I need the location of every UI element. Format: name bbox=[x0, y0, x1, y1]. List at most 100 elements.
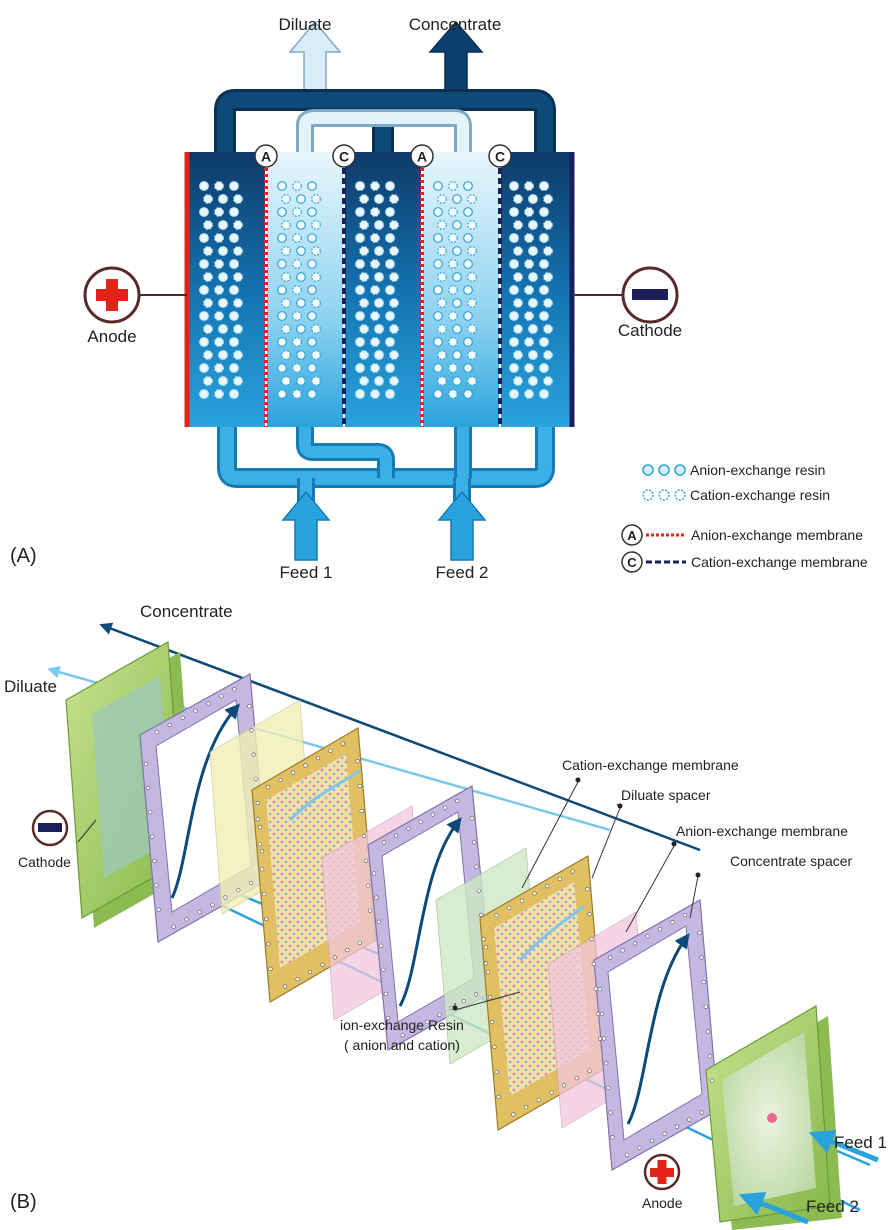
bolt-hole bbox=[150, 834, 155, 839]
bolt-hole bbox=[257, 842, 263, 847]
bolt-hole bbox=[307, 969, 313, 975]
resin-bead bbox=[513, 194, 523, 204]
bolt-hole bbox=[253, 776, 258, 781]
resin-bead bbox=[467, 324, 477, 334]
bolt-hole bbox=[490, 1019, 495, 1025]
resin-bead bbox=[355, 363, 365, 373]
resin-bead bbox=[524, 337, 534, 347]
bolt-hole bbox=[488, 995, 493, 1000]
resin-bead bbox=[229, 207, 239, 217]
bolt-hole bbox=[345, 947, 350, 953]
resin-bead bbox=[528, 350, 538, 360]
bolt-hole bbox=[340, 741, 346, 746]
bolt-hole bbox=[557, 876, 563, 881]
bolt-hole bbox=[268, 966, 273, 972]
bolt-hole bbox=[610, 1135, 615, 1140]
resin-bead bbox=[463, 389, 473, 399]
resin-bead bbox=[452, 272, 462, 282]
resin-bead bbox=[214, 389, 224, 399]
resin-bead bbox=[463, 363, 473, 373]
resin-bead bbox=[199, 337, 209, 347]
resin-bead bbox=[509, 233, 519, 243]
resin-bead bbox=[214, 311, 224, 321]
bolt-hole bbox=[394, 833, 399, 838]
bolt-hole bbox=[624, 1152, 630, 1157]
diluate-spacer-label: Diluate spacer bbox=[621, 787, 711, 803]
resin-bead bbox=[281, 376, 291, 386]
bolt-hole bbox=[587, 1068, 592, 1073]
bolt-hole bbox=[585, 886, 590, 892]
resin-bead bbox=[311, 194, 321, 204]
resin-bead bbox=[539, 311, 549, 321]
resin-bead bbox=[203, 350, 213, 360]
bolt-hole bbox=[363, 858, 369, 863]
bolt-hole bbox=[223, 895, 228, 900]
bolt-hole bbox=[476, 888, 482, 893]
membrane-marker-c-2: C bbox=[488, 144, 512, 168]
resin-bead bbox=[433, 285, 443, 295]
resin-bead bbox=[277, 181, 287, 191]
bolt-hole bbox=[381, 967, 386, 972]
bolt-hole bbox=[601, 1036, 607, 1041]
membrane-marker-a-1: A bbox=[254, 144, 278, 168]
resin-bead bbox=[307, 337, 317, 347]
bolt-hole bbox=[266, 785, 271, 790]
resin-bead bbox=[539, 363, 549, 373]
resin-bead bbox=[509, 337, 519, 347]
resin-bead bbox=[296, 298, 306, 308]
resin-bead bbox=[296, 246, 306, 256]
bolt-hole bbox=[197, 909, 202, 915]
resin-bead bbox=[307, 181, 317, 191]
resin-bead bbox=[296, 350, 306, 360]
resin-bead bbox=[389, 194, 399, 204]
resin-bead bbox=[296, 194, 306, 204]
resin-bead bbox=[292, 285, 302, 295]
resin-bead bbox=[203, 298, 213, 308]
resin-bead bbox=[214, 337, 224, 347]
bolt-hole bbox=[262, 891, 267, 897]
resin-bead bbox=[463, 337, 473, 347]
bolt-hole bbox=[483, 945, 489, 950]
resin-bead bbox=[467, 194, 477, 204]
resin-bead bbox=[463, 259, 473, 269]
bolt-hole bbox=[591, 961, 596, 967]
resin-bead bbox=[513, 272, 523, 282]
resin-bead bbox=[524, 363, 534, 373]
resin-bead bbox=[203, 272, 213, 282]
resin-bead bbox=[311, 298, 321, 308]
membrane-marker-a-2: A bbox=[410, 144, 434, 168]
resin-bead bbox=[448, 311, 458, 321]
resin-bead bbox=[437, 194, 447, 204]
resin-bead bbox=[374, 324, 384, 334]
bolt-hole bbox=[620, 948, 625, 953]
resin-bead bbox=[229, 259, 239, 269]
bolt-hole bbox=[511, 1112, 516, 1117]
bolt-hole bbox=[710, 1078, 715, 1083]
resin-bead bbox=[524, 285, 534, 295]
resin-bead bbox=[199, 181, 209, 191]
resin-bead bbox=[509, 285, 519, 295]
resin-bead bbox=[233, 324, 243, 334]
resin-bead bbox=[389, 298, 399, 308]
bolt-hole bbox=[152, 858, 157, 864]
cathode-label: Cathode bbox=[618, 321, 682, 340]
cation-membrane-label: Cation-exchange membrane bbox=[562, 757, 739, 773]
bolt-hole bbox=[255, 800, 260, 806]
bolt-hole bbox=[481, 937, 486, 942]
resin-bead bbox=[452, 220, 462, 230]
resin-bead bbox=[467, 246, 477, 256]
bolt-hole bbox=[697, 930, 702, 935]
resin-bead bbox=[463, 181, 473, 191]
resin-bead bbox=[374, 350, 384, 360]
resin-bead bbox=[374, 220, 384, 230]
resin-bead bbox=[307, 363, 317, 373]
resin-bead bbox=[307, 233, 317, 243]
resin-bead bbox=[452, 324, 462, 334]
panel-b: Concentrate Diluate Cathode Cation-excha… bbox=[4, 602, 887, 1230]
resin-bead bbox=[463, 311, 473, 321]
resin-bead bbox=[311, 376, 321, 386]
resin-bead bbox=[437, 220, 447, 230]
resin-bead bbox=[539, 259, 549, 269]
bolt-hole bbox=[291, 770, 296, 775]
bolt-hole bbox=[167, 722, 172, 728]
